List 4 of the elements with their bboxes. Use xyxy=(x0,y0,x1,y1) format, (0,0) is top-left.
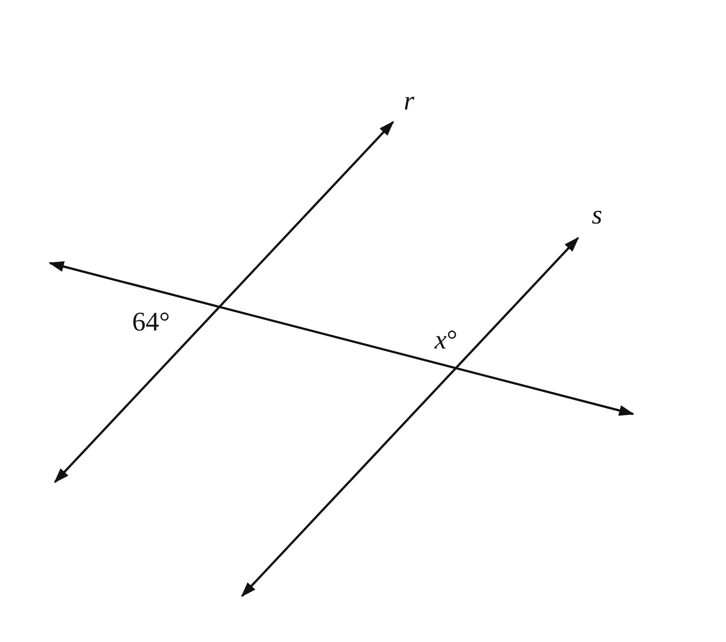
line-name: r xyxy=(404,88,414,114)
line-name: s xyxy=(592,202,602,228)
angle-label: 64° xyxy=(132,308,170,336)
angle-label: x° xyxy=(434,326,458,354)
